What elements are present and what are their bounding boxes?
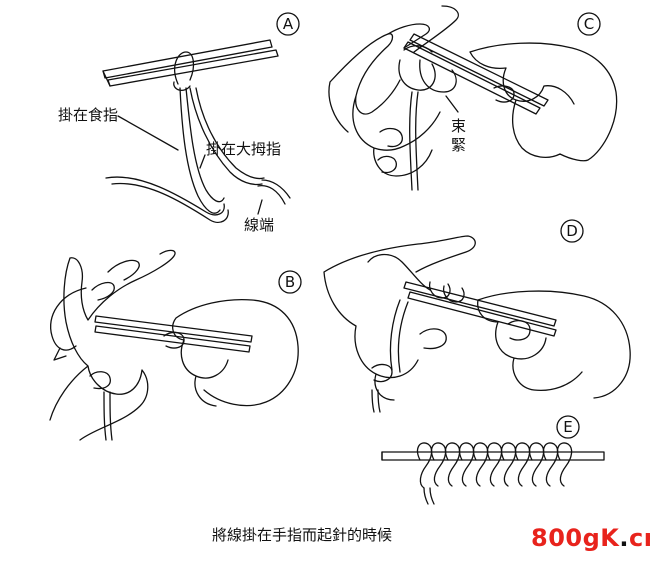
panel-e-cast-on-loops xyxy=(416,442,573,489)
panel-d-letter: D xyxy=(566,222,578,240)
panel-c-left-hand xyxy=(328,33,441,177)
panel-a-slip-knot xyxy=(174,51,195,85)
panel-d-badge xyxy=(560,219,584,243)
panel-a xyxy=(102,12,300,224)
panel-d-stitches xyxy=(428,281,465,303)
panel-e-badge xyxy=(556,415,580,439)
panel-b-letter: B xyxy=(285,273,295,291)
watermark-tld: cn xyxy=(629,524,650,552)
panel-b-left-hand xyxy=(49,249,176,441)
panel-b-thumb-loop xyxy=(50,287,87,351)
panel-b xyxy=(49,249,302,441)
watermark-main: 800g xyxy=(531,524,601,552)
panel-a-strand-1 xyxy=(179,87,221,214)
panel-d-right-hand xyxy=(477,290,631,399)
label-index-finger: 掛在食指 xyxy=(58,106,118,124)
panel-c xyxy=(328,5,618,191)
label-tighten-1: 束 xyxy=(451,117,466,135)
watermark-logo: 800gK.cn xyxy=(531,524,650,552)
watermark-k: K xyxy=(600,524,620,552)
panel-e xyxy=(381,415,605,505)
label-yarn-end: 線端 xyxy=(244,216,274,234)
panel-a-strand-2 xyxy=(189,87,263,186)
label-thumb: 掛在大拇指 xyxy=(206,140,281,158)
panel-c-needles xyxy=(403,33,549,115)
panel-a-needles xyxy=(102,39,279,87)
panel-a-letter: A xyxy=(283,15,294,33)
panel-d-left-hand xyxy=(323,235,476,401)
panel-a-badge xyxy=(276,12,300,36)
panel-a-yarn-end xyxy=(105,176,225,216)
panel-c-badge xyxy=(577,12,601,36)
panel-b-right-hand xyxy=(172,298,299,407)
watermark-dot: . xyxy=(619,524,630,552)
figure-caption: 將線掛在手指而起針的時候 xyxy=(212,526,393,544)
panel-d-needles xyxy=(403,281,557,337)
panel-c-yarn-loops xyxy=(398,45,457,93)
panel-c-letter: C xyxy=(584,15,594,33)
panel-d xyxy=(323,219,631,413)
panel-e-letter: E xyxy=(563,418,572,436)
panel-c-right-hand xyxy=(469,42,618,162)
label-tighten-2: 緊 xyxy=(451,136,466,154)
panel-d-yarn xyxy=(367,253,431,373)
panel-b-needles xyxy=(94,315,253,353)
panel-b-badge xyxy=(278,270,302,294)
